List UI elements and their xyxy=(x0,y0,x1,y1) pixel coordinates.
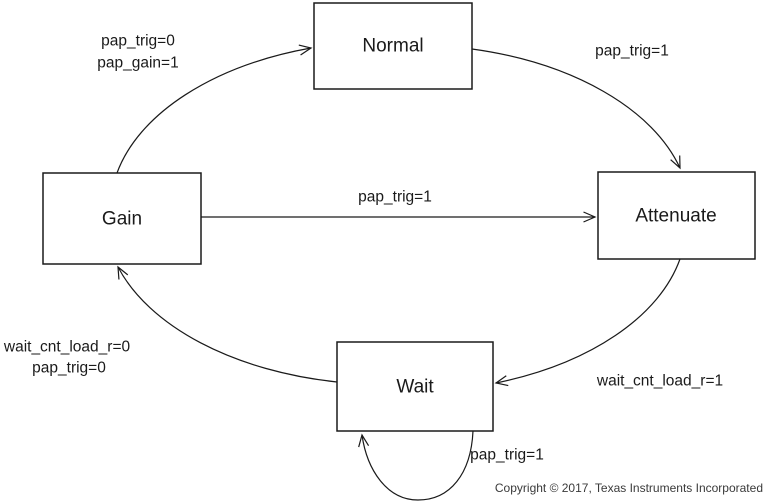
transition-wait-to-gain-arrow xyxy=(117,265,338,383)
transition-gain-to-normal-label-line1: pap_trig=0 xyxy=(101,33,175,50)
transition-wait-to-gain-label-line1: wait_cnt_load_r=0 xyxy=(3,339,131,356)
transition-wait-to-gain-label-line2: pap_trig=0 xyxy=(32,360,106,377)
state-wait-label: Wait xyxy=(396,377,434,398)
transition-normal-to-attenuate-label: pap_trig=1 xyxy=(595,43,669,60)
state-gain-label: Gain xyxy=(102,209,142,230)
state-wait-box xyxy=(336,341,494,432)
copyright-notice: Copyright © 2017, Texas Instruments Inco… xyxy=(495,481,763,495)
transition-wait-self-loop-arrow xyxy=(358,430,474,501)
state-normal-label: Normal xyxy=(362,36,423,57)
transition-normal-to-attenuate-arrow xyxy=(471,48,681,170)
transition-gain-to-normal-label-line2: pap_gain=1 xyxy=(97,55,178,72)
state-attenuate-box xyxy=(597,171,756,260)
state-attenuate-label: Attenuate xyxy=(635,206,716,227)
transition-gain-to-normal-arrow xyxy=(116,44,313,174)
transition-wait-self-loop-label: pap_trig=1 xyxy=(470,447,544,464)
state-gain-box xyxy=(42,172,202,265)
transition-attenuate-to-wait-label: wait_cnt_load_r=1 xyxy=(596,373,723,390)
transition-gain-to-attenuate-label: pap_trig=1 xyxy=(358,189,432,206)
state-normal-box xyxy=(313,2,473,90)
transition-attenuate-to-wait-arrow xyxy=(494,258,681,387)
